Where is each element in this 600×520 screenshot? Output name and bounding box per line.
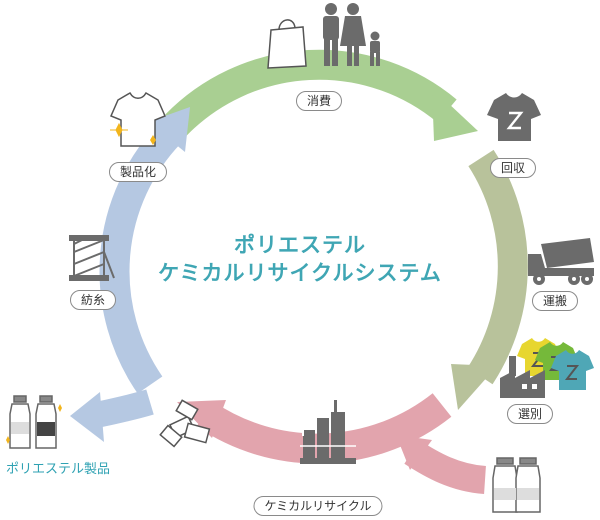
output-arrow-head — [70, 392, 104, 442]
label-collection: 回収 — [489, 158, 537, 178]
label-polyester-products: ポリエステル製品 — [6, 462, 111, 477]
arc-collection-sorting — [467, 149, 528, 385]
input-arrow-bottles — [404, 440, 487, 494]
label-productization: 製品化 — [108, 162, 168, 182]
label-spinning: 紡糸 — [69, 290, 117, 310]
title-line-2: ケミカルリサイクルシステム — [158, 261, 442, 285]
label-sorting: 選別 — [506, 404, 554, 424]
yarn-spool-icon — [69, 235, 115, 281]
factory-icon — [500, 356, 545, 398]
arrow-head-olive — [451, 364, 497, 410]
arc-consumption-collection — [165, 49, 457, 136]
flakes-icon — [159, 399, 211, 448]
colored-tshirts-icon — [517, 338, 594, 390]
label-consumption: 消費 — [295, 91, 343, 111]
white-tshirt-icon — [110, 91, 166, 147]
label-transport: 運搬 — [531, 291, 579, 311]
shopping-bag-icon — [267, 19, 307, 69]
bottles-icon — [492, 457, 541, 513]
gray-tshirt-icon — [487, 93, 541, 141]
plant-icon — [300, 400, 356, 464]
family-icon — [323, 3, 380, 66]
title-line-1: ポリエステル — [234, 233, 366, 257]
label-chemical-recycling: ケミカルリサイクル — [253, 496, 383, 516]
input-arrow-head — [396, 435, 432, 470]
product-bottles-icon — [6, 395, 62, 449]
arrow-head-green — [432, 88, 478, 141]
dump-truck-icon — [528, 238, 594, 285]
